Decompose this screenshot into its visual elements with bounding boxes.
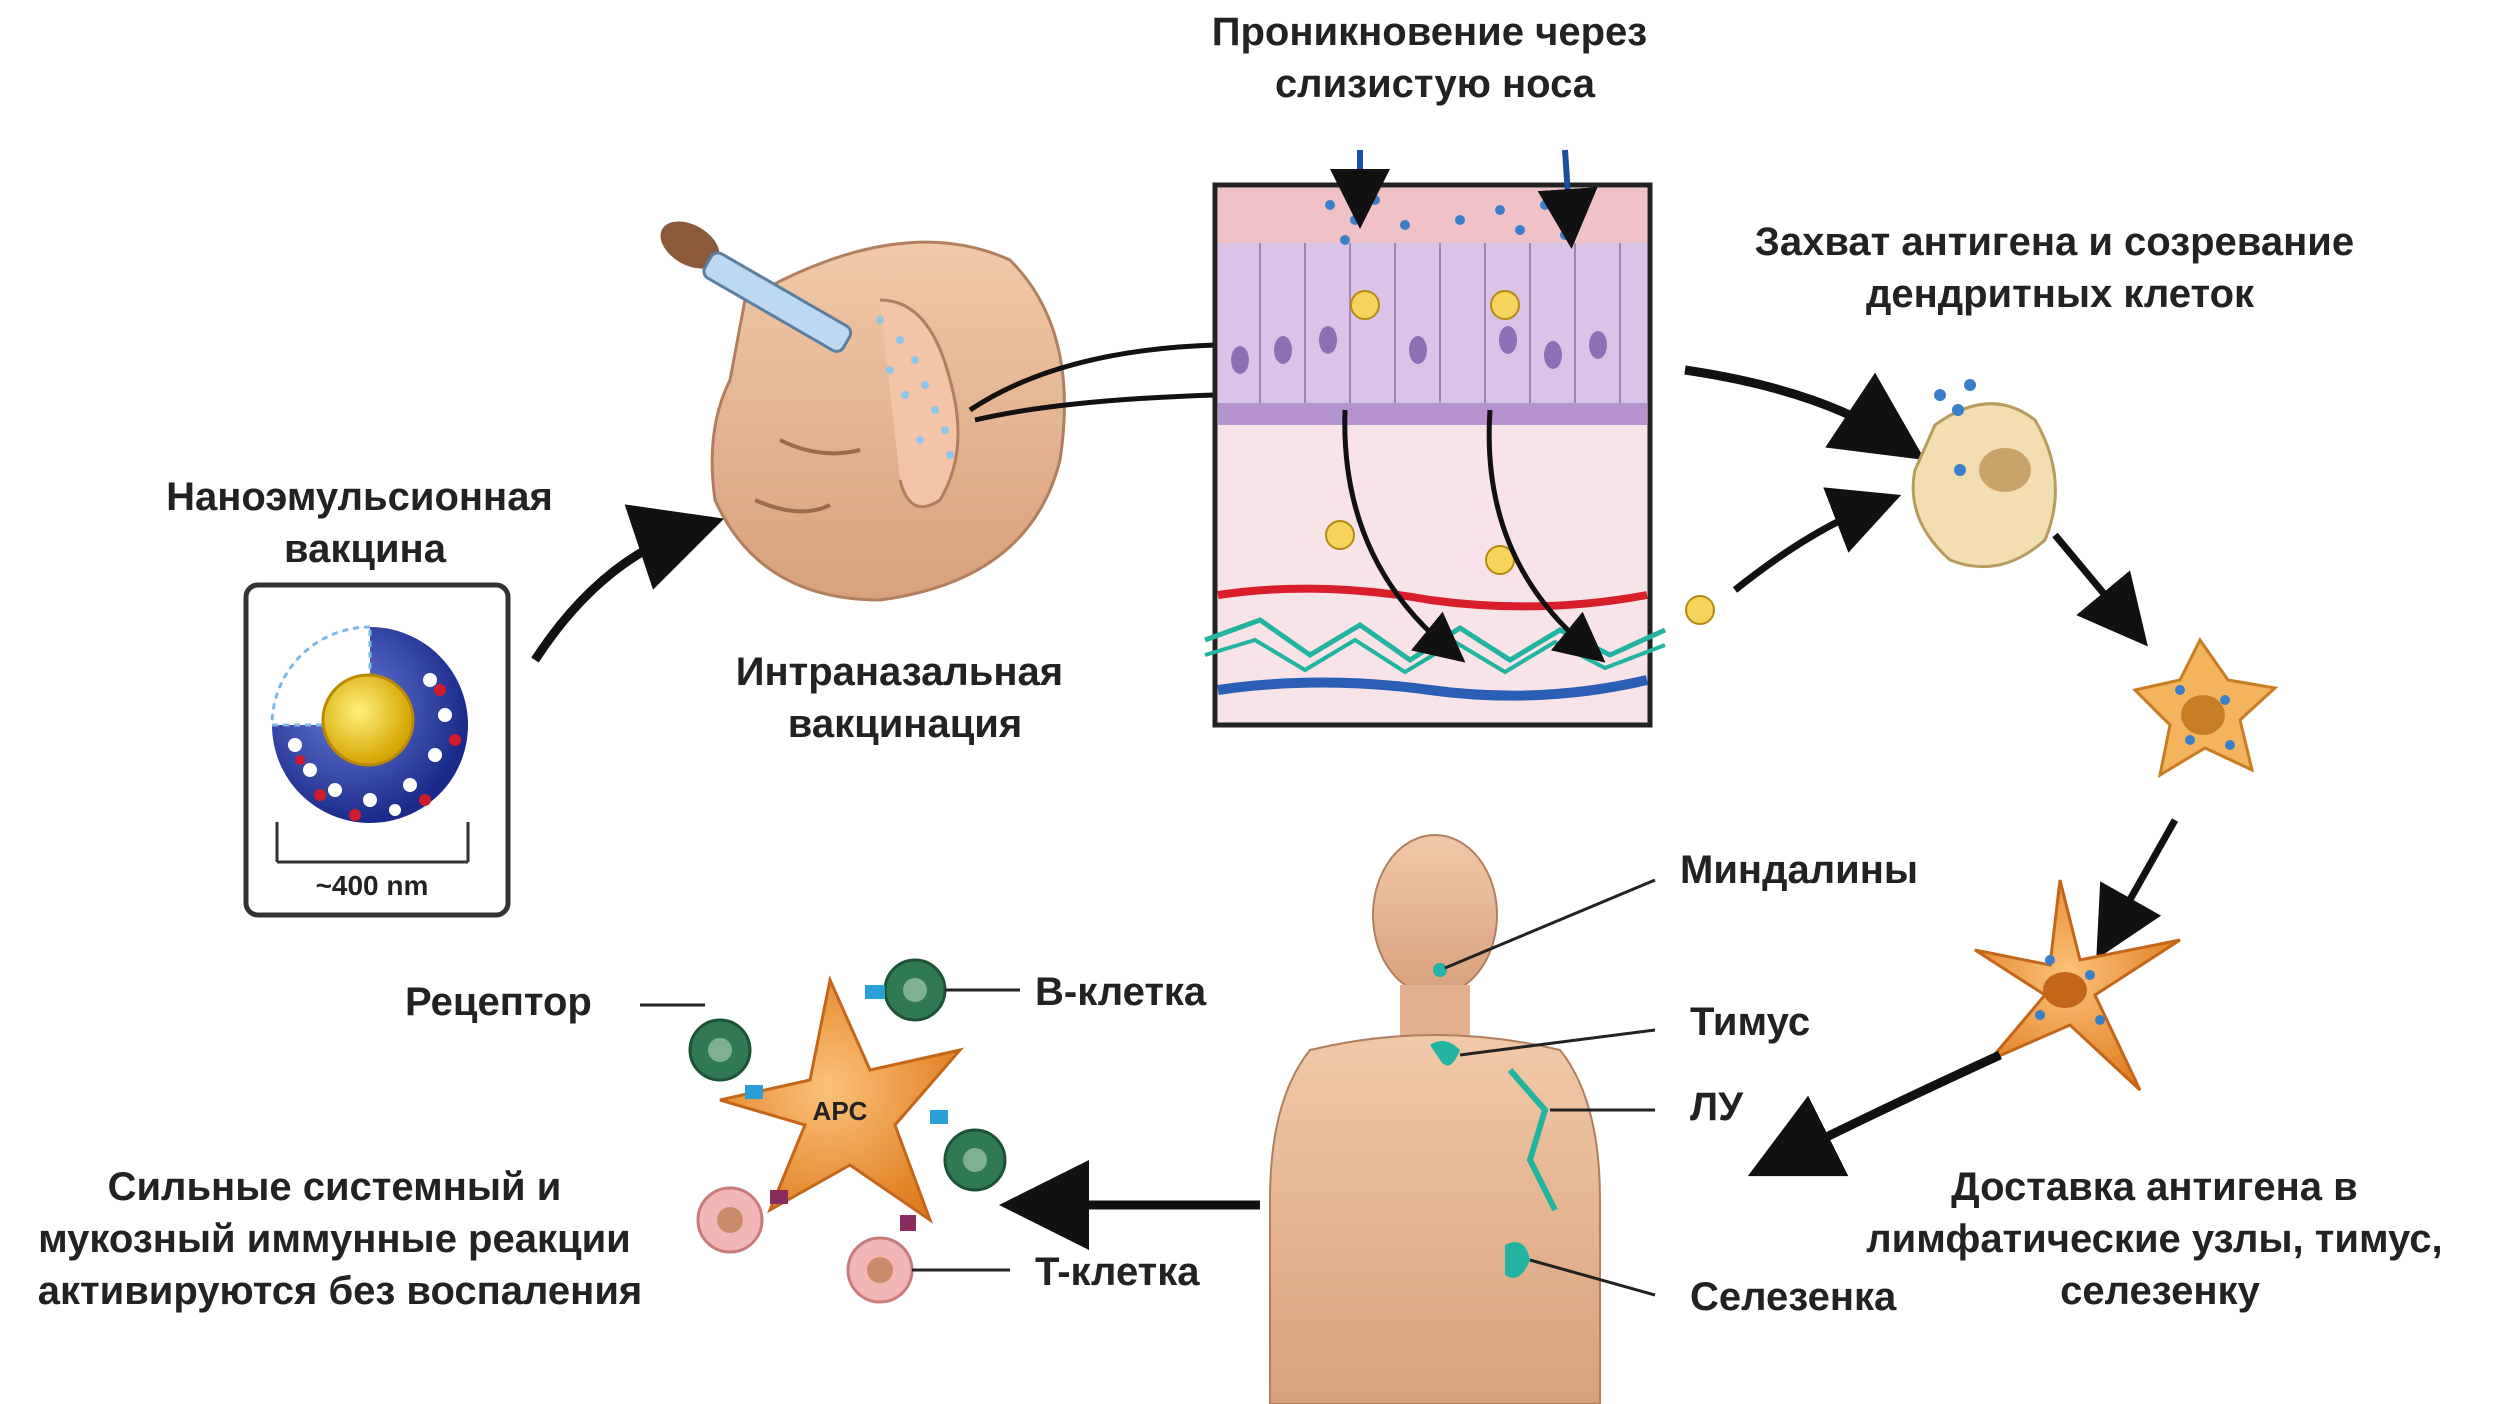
arrow-vaccine-to-face [535,530,690,660]
dendritic-cell-maturing [2135,640,2275,775]
tcell-left [698,1188,788,1252]
mucosa-section [1205,150,1714,725]
intranasal-line-2: вакцинация [788,702,1022,746]
arrow-dc-1-to-2 [2055,535,2130,625]
penetration-line-2: слизистую носа [1275,62,1596,106]
bcell-label: B-клетка [1035,970,1207,1014]
apc-cluster: APC [690,960,1005,1302]
bcell-top [865,960,945,1020]
delivery-line-2: лимфатические узлы, тимус, [1866,1217,2442,1261]
tcell-bottom [848,1215,916,1302]
bcell-left [690,1020,763,1099]
tonsils-marker [1433,963,1447,977]
nanoemulsion-line-2: вакцина [284,527,447,571]
arrow-tissue-to-dc-upper [1685,370,1895,440]
intranasal-line-1: Интраназальная [736,650,1063,694]
capture-line-1: Захват антигена и созревание [1755,220,2354,264]
human-body [1270,835,1600,1404]
delivery-line-3: селезенку [2060,1269,2260,1313]
intranasal-label: Интраназальная вакцинация [736,650,1075,746]
capture-line-2: дендритных клеток [1866,272,2255,316]
result-line-3: активируются без воспаления [38,1269,643,1313]
nanoemulsion-line-1: Наноэмульсионная [166,475,553,519]
arrow-dc-to-body [1780,1055,2000,1160]
tcell-label: T-клетка [1035,1250,1200,1294]
arrow-dc-2-to-3 [2110,820,2175,935]
nanoemulsion-particle-icon [272,627,468,823]
result-line-1: Сильные системный и [108,1165,562,1209]
delivery-label: Доставка антигена в лимфатические узлы, … [1866,1165,2454,1313]
bcell-right [930,1110,1005,1190]
capture-label: Захват антигена и созревание дендритных … [1755,220,2365,316]
thymus-label: Тимус [1690,1000,1810,1044]
ln-label: ЛУ [1690,1085,1744,1129]
scale-label: ~400 nm [316,870,429,901]
spleen-label: Селезенка [1690,1275,1897,1319]
penetration-line-1: Проникновение через [1212,10,1647,54]
dendritic-cell-immature [1913,379,2055,567]
apc-label: APC [813,1096,868,1126]
receptor-label: Рецептор [405,980,592,1024]
nanoemulsion-title: Наноэмульсионная вакцина [166,475,564,571]
tonsils-label: Миндалины [1680,848,1918,892]
penetration-label: Проникновение через слизистую носа [1212,10,1659,106]
dendritic-cell-icon [1975,880,2180,1090]
arrow-tissue-to-dc-lower [1735,505,1875,590]
result-line-2: мукозный иммунные реакции [38,1217,631,1261]
delivery-line-1: Доставка антигена в [1951,1165,2358,1209]
nanoemulsion-vaccine: Наноэмульсионная вакцина ~400 nm [166,475,564,915]
result-label: Сильные системный и мукозный иммунные ре… [38,1165,643,1313]
